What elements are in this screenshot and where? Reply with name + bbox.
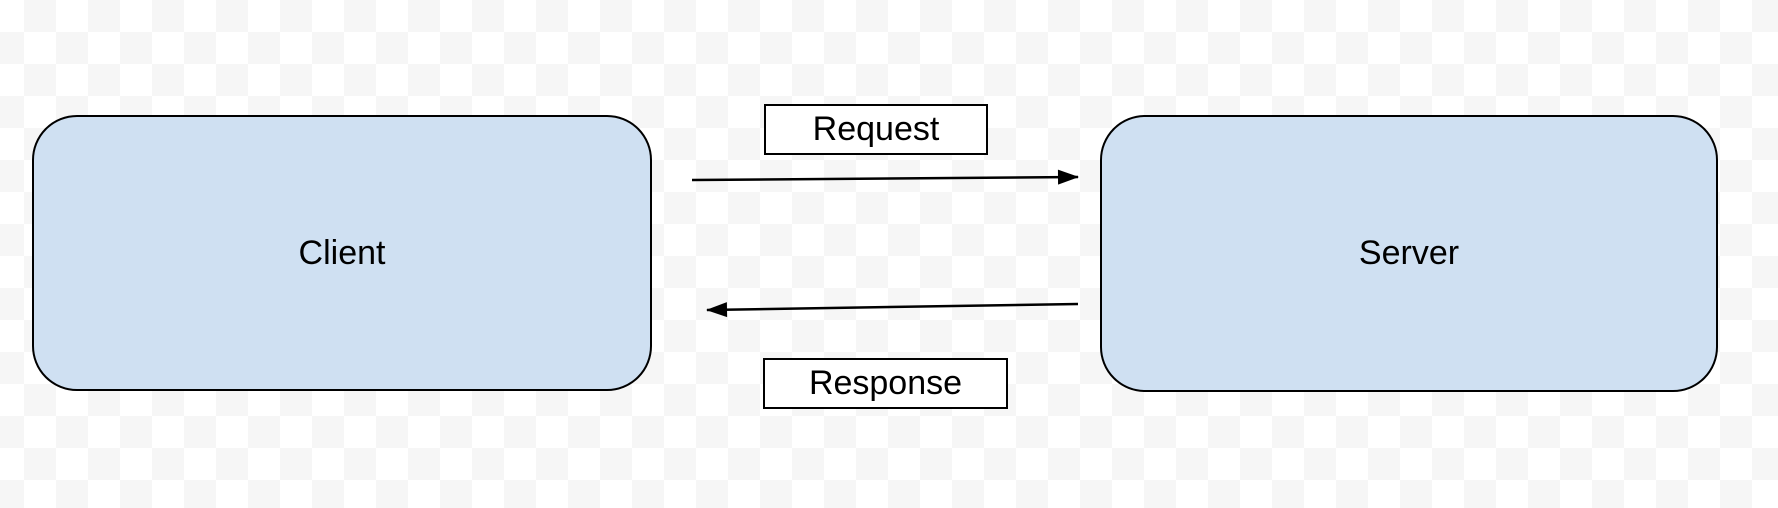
- node-server: Server: [1100, 115, 1718, 392]
- node-client-label: Client: [298, 233, 386, 272]
- edge-label-request-text: Request: [812, 110, 940, 148]
- edge-label-response-text: Response: [808, 364, 963, 402]
- response-arrow: [706, 302, 1079, 318]
- edge-label-request: Request: [764, 104, 988, 155]
- request-arrow: [691, 169, 1079, 185]
- node-server-label: Server: [1358, 234, 1460, 272]
- node-client: Client: [32, 115, 652, 391]
- edge-label-response: Response: [763, 358, 1008, 409]
